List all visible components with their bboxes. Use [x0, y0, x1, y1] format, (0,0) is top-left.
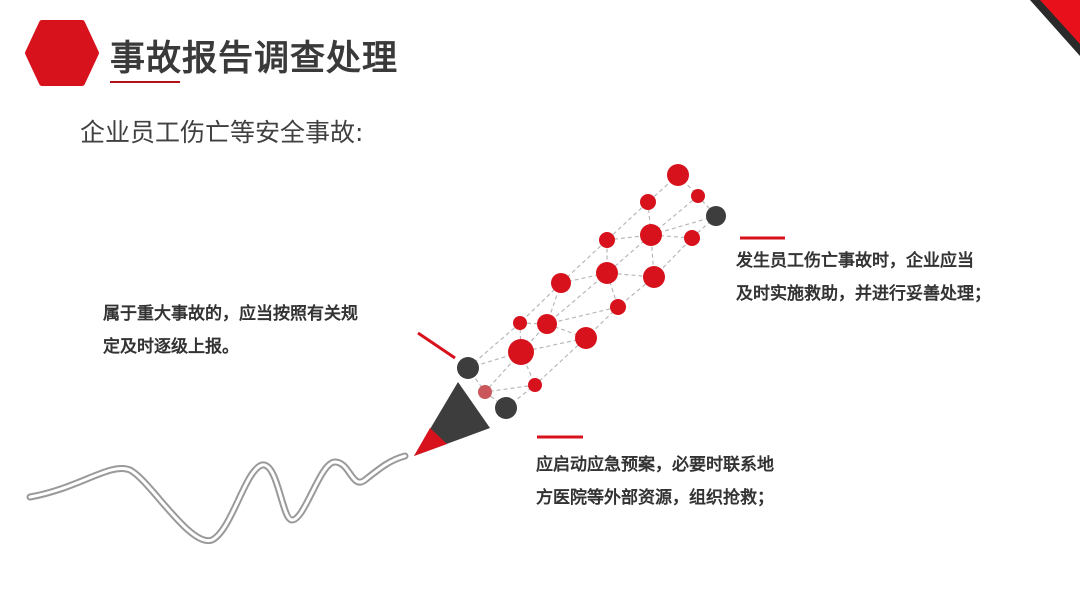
- hexagon-icon: [25, 20, 99, 86]
- squiggle-line: [26, 452, 409, 544]
- note-line: 方医院等外部资源，组织抢救；: [536, 488, 774, 508]
- note-right: 发生员工伤亡事故时，企业应当 及时实施救助，并进行妥善处理；: [736, 245, 991, 311]
- pencil-network-lines: [467, 174, 717, 409]
- note-line: 应启动应急预案，必要时联系地: [536, 455, 774, 475]
- slide-subtitle: 企业员工伤亡等安全事故:: [80, 118, 364, 147]
- note-line: 及时实施救助，并进行妥善处理；: [736, 284, 991, 304]
- title-underline: [110, 81, 180, 83]
- slide-title: 事故报告调查处理: [110, 39, 399, 79]
- note-line: 发生员工伤亡事故时，企业应当: [736, 251, 974, 271]
- note-bottom: 应启动应急预案，必要时联系地 方医院等外部资源，组织抢救；: [536, 449, 774, 515]
- pencil-dots: [457, 164, 726, 419]
- note-left: 属于重大事故的，应当按照有关规 定及时逐级上报。: [103, 298, 358, 364]
- corner-stripe: [1030, 0, 1080, 56]
- pencil-tip: [414, 382, 490, 456]
- note-line: 属于重大事故的，应当按照有关规: [103, 304, 358, 324]
- note-line: 定及时逐级上报。: [103, 337, 239, 357]
- accent-line-left: [417, 331, 456, 360]
